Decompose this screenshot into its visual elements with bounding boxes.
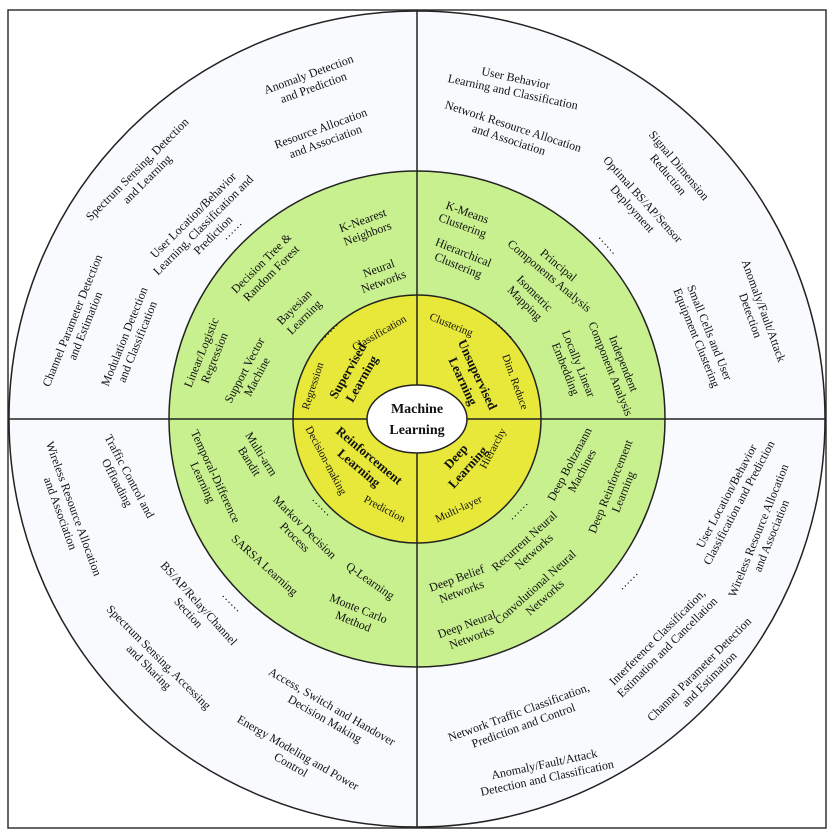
center-label-line2: Learning xyxy=(389,423,444,438)
center-label-line1: Machine xyxy=(391,402,443,417)
center-ellipse xyxy=(366,384,468,454)
